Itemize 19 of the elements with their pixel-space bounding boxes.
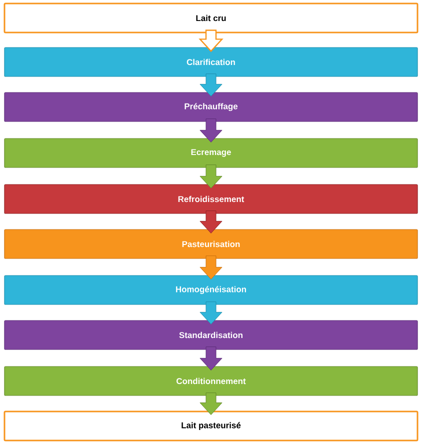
arrow	[200, 118, 222, 142]
arrow	[200, 164, 222, 188]
arrow	[200, 392, 222, 415]
start-box: Lait pasteurisé	[4, 410, 418, 442]
process-bar: Homogénéisation	[4, 275, 418, 305]
process-bar: Standardisation	[4, 320, 418, 350]
process-bar: Conditionnement	[4, 366, 418, 396]
process-bar: Ecremage	[4, 138, 418, 168]
arrow	[200, 302, 222, 324]
process-bar: Préchauffage	[4, 92, 418, 122]
arrow	[200, 256, 222, 280]
start-box: Lait cru	[4, 2, 418, 34]
arrow	[200, 74, 222, 96]
process-bar: Clarification	[4, 47, 418, 77]
arrow	[198, 30, 224, 52]
arrow	[200, 346, 222, 370]
arrow	[200, 210, 222, 234]
process-bar: Refroidissement	[4, 184, 418, 214]
process-bar: Pasteurisation	[4, 229, 418, 259]
